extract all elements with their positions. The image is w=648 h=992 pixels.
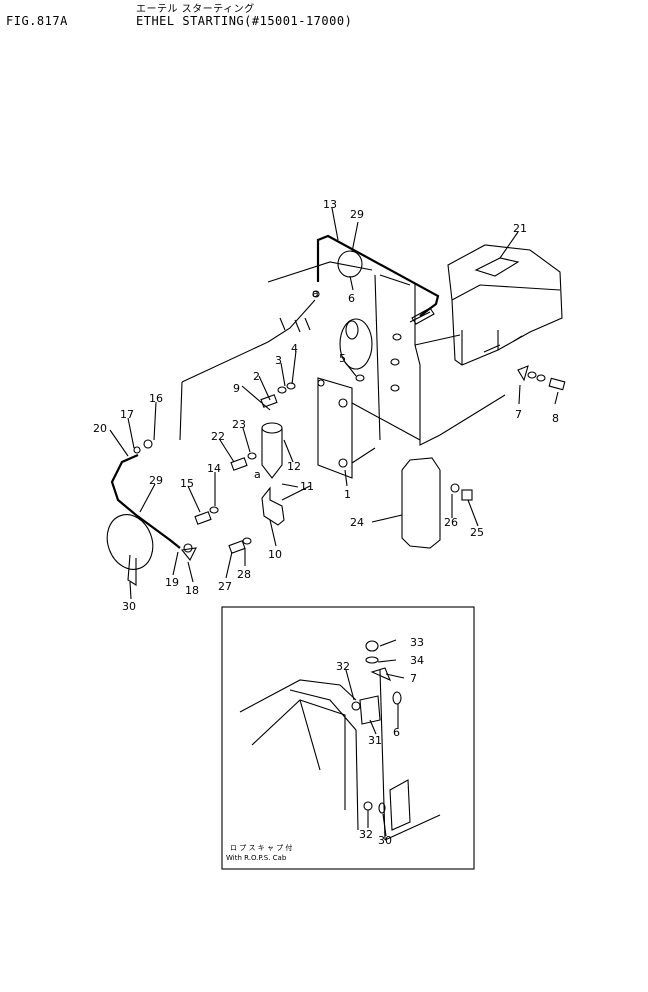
inset-callout-32-lower: 32 bbox=[359, 828, 373, 841]
tube-13 bbox=[316, 234, 440, 325]
callout-15: 15 bbox=[180, 477, 194, 490]
callout-21: 21 bbox=[513, 222, 527, 235]
figure-number: FIG.817A bbox=[6, 14, 68, 28]
callout-2: 2 bbox=[253, 370, 260, 383]
inset-callout-30: 30 bbox=[378, 834, 392, 847]
callout-7: 7 bbox=[515, 408, 522, 421]
callout-a-lower: a bbox=[254, 468, 261, 481]
callout-23: 23 bbox=[232, 418, 246, 431]
callout-5: 5 bbox=[339, 352, 346, 365]
callout-4: 4 bbox=[291, 342, 298, 355]
callout-26: 26 bbox=[444, 516, 458, 529]
callout-16: 16 bbox=[149, 392, 163, 405]
cylinder-9 bbox=[261, 422, 311, 526]
callout-20: 20 bbox=[93, 422, 107, 435]
callout-14: 14 bbox=[207, 462, 221, 475]
callout-8: 8 bbox=[552, 412, 559, 425]
leader-lines bbox=[109, 207, 559, 600]
callout-24: 24 bbox=[350, 516, 364, 529]
inset-callout-6: 6 bbox=[393, 726, 400, 739]
callout-22: 22 bbox=[211, 430, 225, 443]
callout-29: 29 bbox=[350, 208, 364, 221]
callout-11: 11 bbox=[300, 480, 314, 493]
callout-10: 10 bbox=[268, 548, 282, 561]
inset-callout-32-upper: 32 bbox=[336, 660, 350, 673]
cover-24 bbox=[401, 457, 441, 549]
hose-lines bbox=[106, 299, 316, 586]
callout-labels: 13 29 21 6 5 7 8 9 2 3 4 16 17 20 22 23 … bbox=[93, 198, 559, 862]
inset-caption-jp: ロ プ ス キ ャ プ 付 bbox=[230, 843, 292, 852]
callout-13: 13 bbox=[323, 198, 337, 211]
title-english: ETHEL STARTING(#15001-17000) bbox=[136, 14, 353, 28]
callout-a-upper: a bbox=[312, 287, 319, 300]
inset-callout-33: 33 bbox=[410, 636, 424, 649]
callout-18: 18 bbox=[185, 584, 199, 597]
inset-detail bbox=[221, 606, 475, 870]
callout-3: 3 bbox=[275, 354, 282, 367]
callout-1: 1 bbox=[344, 488, 351, 501]
callout-12: 12 bbox=[287, 460, 301, 473]
callout-27: 27 bbox=[218, 580, 232, 593]
callout-19: 19 bbox=[165, 576, 179, 589]
inset-caption-en: With R.O.P.S. Cab bbox=[226, 854, 287, 862]
inset-callout-7: 7 bbox=[410, 672, 417, 685]
callout-9: 9 bbox=[233, 382, 240, 395]
fasteners bbox=[133, 290, 566, 562]
callout-29-lower: 29 bbox=[149, 474, 163, 487]
inset-callout-34: 34 bbox=[410, 654, 424, 667]
callout-17: 17 bbox=[120, 408, 134, 421]
callout-6: 6 bbox=[348, 292, 355, 305]
engine-body bbox=[267, 244, 563, 446]
bracket-1 bbox=[317, 377, 421, 479]
callout-28: 28 bbox=[237, 568, 251, 581]
title-japanese: エーテル スターティング bbox=[136, 4, 255, 15]
callout-30: 30 bbox=[122, 600, 136, 613]
inset-callout-31: 31 bbox=[368, 734, 382, 747]
callout-25: 25 bbox=[470, 526, 484, 539]
